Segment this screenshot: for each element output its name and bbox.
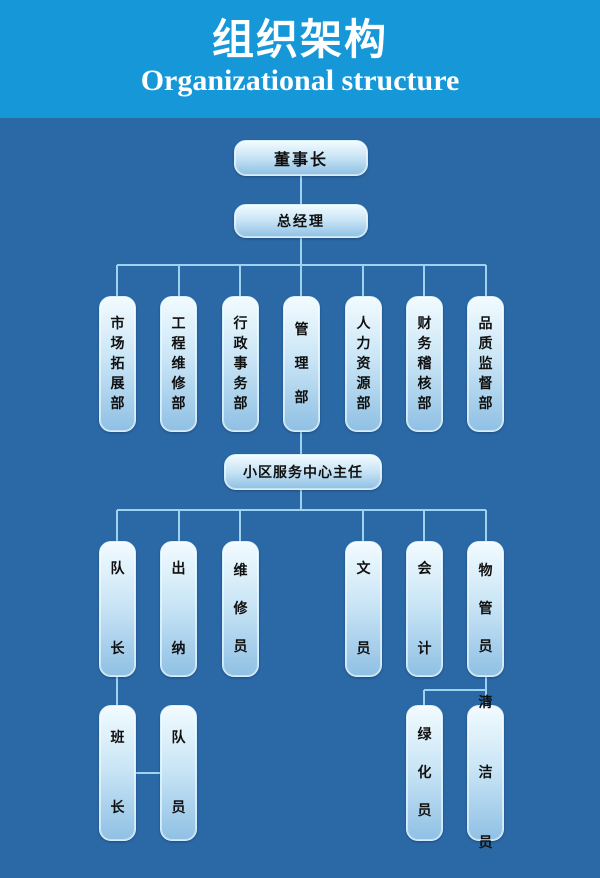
- node-admin-dept: 行 政 事 务 部: [222, 296, 259, 432]
- title-chinese: 组织架构: [211, 15, 388, 64]
- node-clerk: 文 员: [345, 541, 382, 677]
- node-team-member: 队 员: [160, 705, 197, 841]
- node-maintenance-staff: 维 修 员: [222, 541, 259, 677]
- node-management-dept: 管 理 部: [283, 296, 320, 432]
- node-general-manager: 总经理: [234, 204, 368, 238]
- node-community-director: 小区服务中心主任: [224, 454, 382, 490]
- node-hr-dept: 人 力 资 源 部: [345, 296, 382, 432]
- title-english: Organizational structure: [140, 64, 460, 97]
- node-chairman: 董事长: [234, 140, 368, 176]
- node-quality-dept: 品 质 监 督 部: [467, 296, 504, 432]
- node-squad-leader: 班 长: [99, 705, 136, 841]
- node-accountant: 会 计: [406, 541, 443, 677]
- node-cashier: 出 纳: [160, 541, 197, 677]
- connector-lines: [116, 176, 487, 774]
- node-finance-dept: 财 务 稽 核 部: [406, 296, 443, 432]
- node-market-dept: 市 场 拓 展 部: [99, 296, 136, 432]
- node-property-staff: 物 管 员: [467, 541, 504, 677]
- node-engineering-dept: 工 程 维 修 部: [160, 296, 197, 432]
- header-banner: 组织架构 Organizational structure: [0, 0, 600, 118]
- node-greening-staff: 绿 化 员: [406, 705, 443, 841]
- node-team-leader: 队 长: [99, 541, 136, 677]
- node-cleaner: 清 洁 员: [467, 695, 504, 851]
